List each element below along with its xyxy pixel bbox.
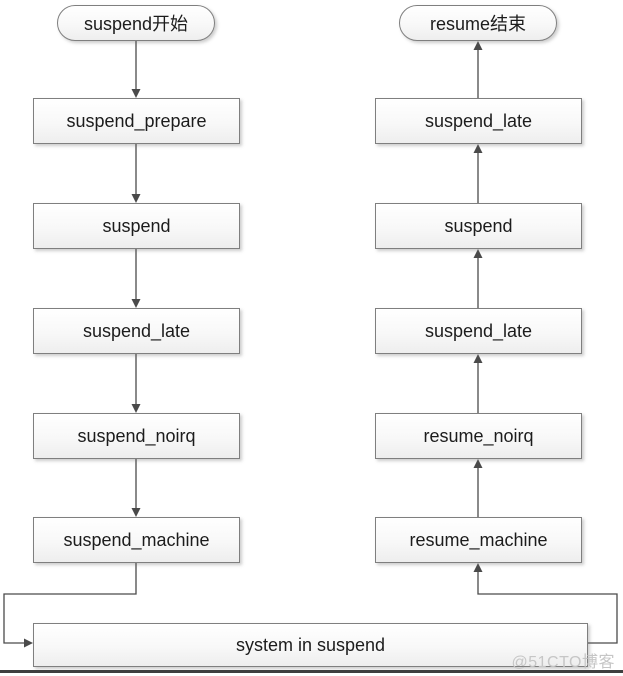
arrow-suspend-start-to-suspend_prepare xyxy=(131,41,141,98)
arrow-suspend-to-suspend_late-upper xyxy=(473,144,483,203)
box-resume-suspend: suspend xyxy=(375,203,582,249)
box-label: suspend_late xyxy=(424,110,533,131)
watermark-text: @51CTO博客 xyxy=(511,654,615,671)
box-suspend_late: suspend_late xyxy=(33,308,240,354)
arrow-suspend_late-to-resume-end xyxy=(473,41,483,98)
box-label: suspend_machine xyxy=(63,529,210,550)
box-label: resume_noirq xyxy=(423,425,534,446)
start-node-label: suspend开始 xyxy=(83,14,189,34)
box-label: suspend xyxy=(102,215,171,236)
arrow-suspend_prepare-to-suspend xyxy=(131,144,141,203)
box-label: suspend_late xyxy=(82,320,191,341)
arrow-system-in-suspend-to-resume_machine xyxy=(473,563,618,644)
box-resume_noirq: resume_noirq xyxy=(375,413,582,459)
box-label: suspend_prepare xyxy=(66,110,207,131)
box-label: system in suspend xyxy=(235,634,386,655)
start-node-suspend: suspend开始 xyxy=(57,5,215,41)
box-system-in-suspend: system in suspend xyxy=(33,623,588,667)
arrow-resume_noirq-to-suspend_late xyxy=(473,354,483,413)
box-resume-suspend_late: suspend_late xyxy=(375,308,582,354)
end-node-resume: resume结束 xyxy=(399,5,557,41)
arrow-suspend-to-suspend_late xyxy=(131,249,141,308)
box-suspend_machine: suspend_machine xyxy=(33,517,240,563)
arrow-suspend_late-to-suspend_noirq xyxy=(131,354,141,413)
arrow-suspend_noirq-to-suspend_machine xyxy=(131,459,141,517)
box-label: suspend_late xyxy=(424,320,533,341)
box-suspend_noirq: suspend_noirq xyxy=(33,413,240,459)
box-suspend: suspend xyxy=(33,203,240,249)
box-label: suspend_noirq xyxy=(77,425,196,446)
box-suspend_prepare: suspend_prepare xyxy=(33,98,240,144)
box-label: resume_machine xyxy=(409,529,548,550)
box-resume-suspend_late-top: suspend_late xyxy=(375,98,582,144)
end-node-label: resume结束 xyxy=(429,14,527,34)
arrow-suspend_machine-to-system-in-suspend xyxy=(3,563,137,648)
box-label: suspend xyxy=(444,215,513,236)
bottom-border-line xyxy=(0,670,623,673)
box-resume_machine: resume_machine xyxy=(375,517,582,563)
arrow-suspend_late-to-suspend xyxy=(473,249,483,308)
arrow-resume_machine-to-resume_noirq xyxy=(473,459,483,517)
